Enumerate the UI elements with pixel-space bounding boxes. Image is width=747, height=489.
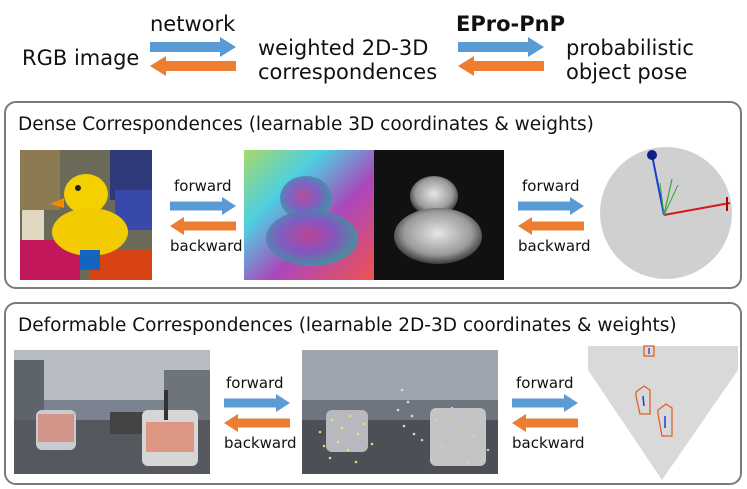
forward-arrow-icon [458, 37, 544, 57]
deformable-forward-label-2: forward [516, 374, 574, 392]
street-photo [14, 350, 210, 474]
backward-arrow-icon [170, 217, 236, 235]
dense-forward-label-1: forward [174, 177, 232, 195]
rgb-image-label: RGB image [22, 46, 140, 70]
deformable-correspondences-panel: Deformable Correspondences (learnable 2D… [4, 302, 742, 485]
forward-arrow-icon [150, 37, 236, 57]
dense-forward-label-2: forward [522, 177, 580, 195]
forward-arrow-icon [224, 394, 290, 412]
deformable-panel-title: Deformable Correspondences (learnable 2D… [18, 315, 677, 336]
backward-arrow-icon [458, 56, 544, 76]
forward-arrow-icon [512, 394, 578, 412]
backward-arrow-icon [224, 414, 290, 432]
duck-photo [20, 150, 152, 280]
forward-arrow-icon [170, 197, 236, 215]
deformable-forward-label-1: forward [226, 374, 284, 392]
dense-backward-label-2: backward [518, 237, 591, 255]
birds-eye-pose-view [588, 345, 738, 480]
backward-arrow-icon [150, 56, 236, 76]
forward-arrow-icon [518, 197, 584, 215]
correspondences-label-line1: weighted 2D-3D [258, 36, 429, 60]
correspondences-label-line2: correspondences [258, 60, 438, 84]
pose-distribution-sphere [600, 147, 732, 279]
backward-arrow-icon [512, 414, 578, 432]
deformable-backward-label-1: backward [224, 434, 297, 452]
network-label: network [150, 12, 236, 36]
dense-backward-label-1: backward [170, 237, 243, 255]
dense-correspondences-panel: Dense Correspondences (learnable 3D coor… [4, 101, 742, 289]
street-correspondence-points-image [302, 350, 498, 474]
coordinate-map-image [244, 150, 374, 280]
epro-pnp-label: EPro-PnP [456, 12, 565, 36]
pose-label-line2: object pose [566, 60, 688, 84]
weight-map-image [374, 150, 504, 280]
deformable-backward-label-2: backward [512, 434, 585, 452]
backward-arrow-icon [518, 217, 584, 235]
dense-panel-title: Dense Correspondences (learnable 3D coor… [18, 114, 594, 135]
pose-label-line1: probabilistic [566, 36, 694, 60]
